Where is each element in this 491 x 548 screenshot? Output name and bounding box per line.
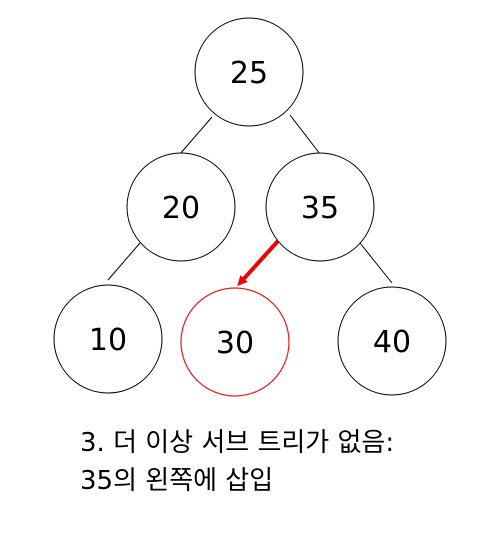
tree-node-40: 40	[337, 286, 447, 396]
node-label-20: 20	[162, 191, 200, 226]
insert-arrow	[237, 239, 280, 286]
tree-node-35: 35	[265, 152, 375, 262]
caption-line-2: 35의 왼쪽에 삽입	[80, 466, 274, 496]
edge-25-35	[289, 114, 321, 155]
node-label-25: 25	[230, 56, 268, 91]
tree-node-30-inserted: 30	[180, 287, 290, 397]
step-caption: 3. 더 이상 서브 트리가 없음: 35의 왼쪽에 삽입	[80, 424, 394, 500]
binary-search-tree: 25 20 35 10 30 40	[53, 17, 447, 397]
node-label-30: 30	[216, 326, 254, 361]
tree-node-10: 10	[53, 284, 163, 394]
node-label-40: 40	[373, 325, 411, 360]
edge-35-40	[359, 242, 393, 284]
edge-20-10	[107, 242, 141, 281]
tree-node-25: 25	[194, 17, 304, 127]
tree-node-20: 20	[126, 152, 236, 262]
node-label-10: 10	[89, 323, 127, 358]
edge-25-20	[179, 116, 213, 155]
node-label-35: 35	[301, 191, 339, 226]
caption-line-1: 3. 더 이상 서브 트리가 없음:	[80, 428, 395, 458]
